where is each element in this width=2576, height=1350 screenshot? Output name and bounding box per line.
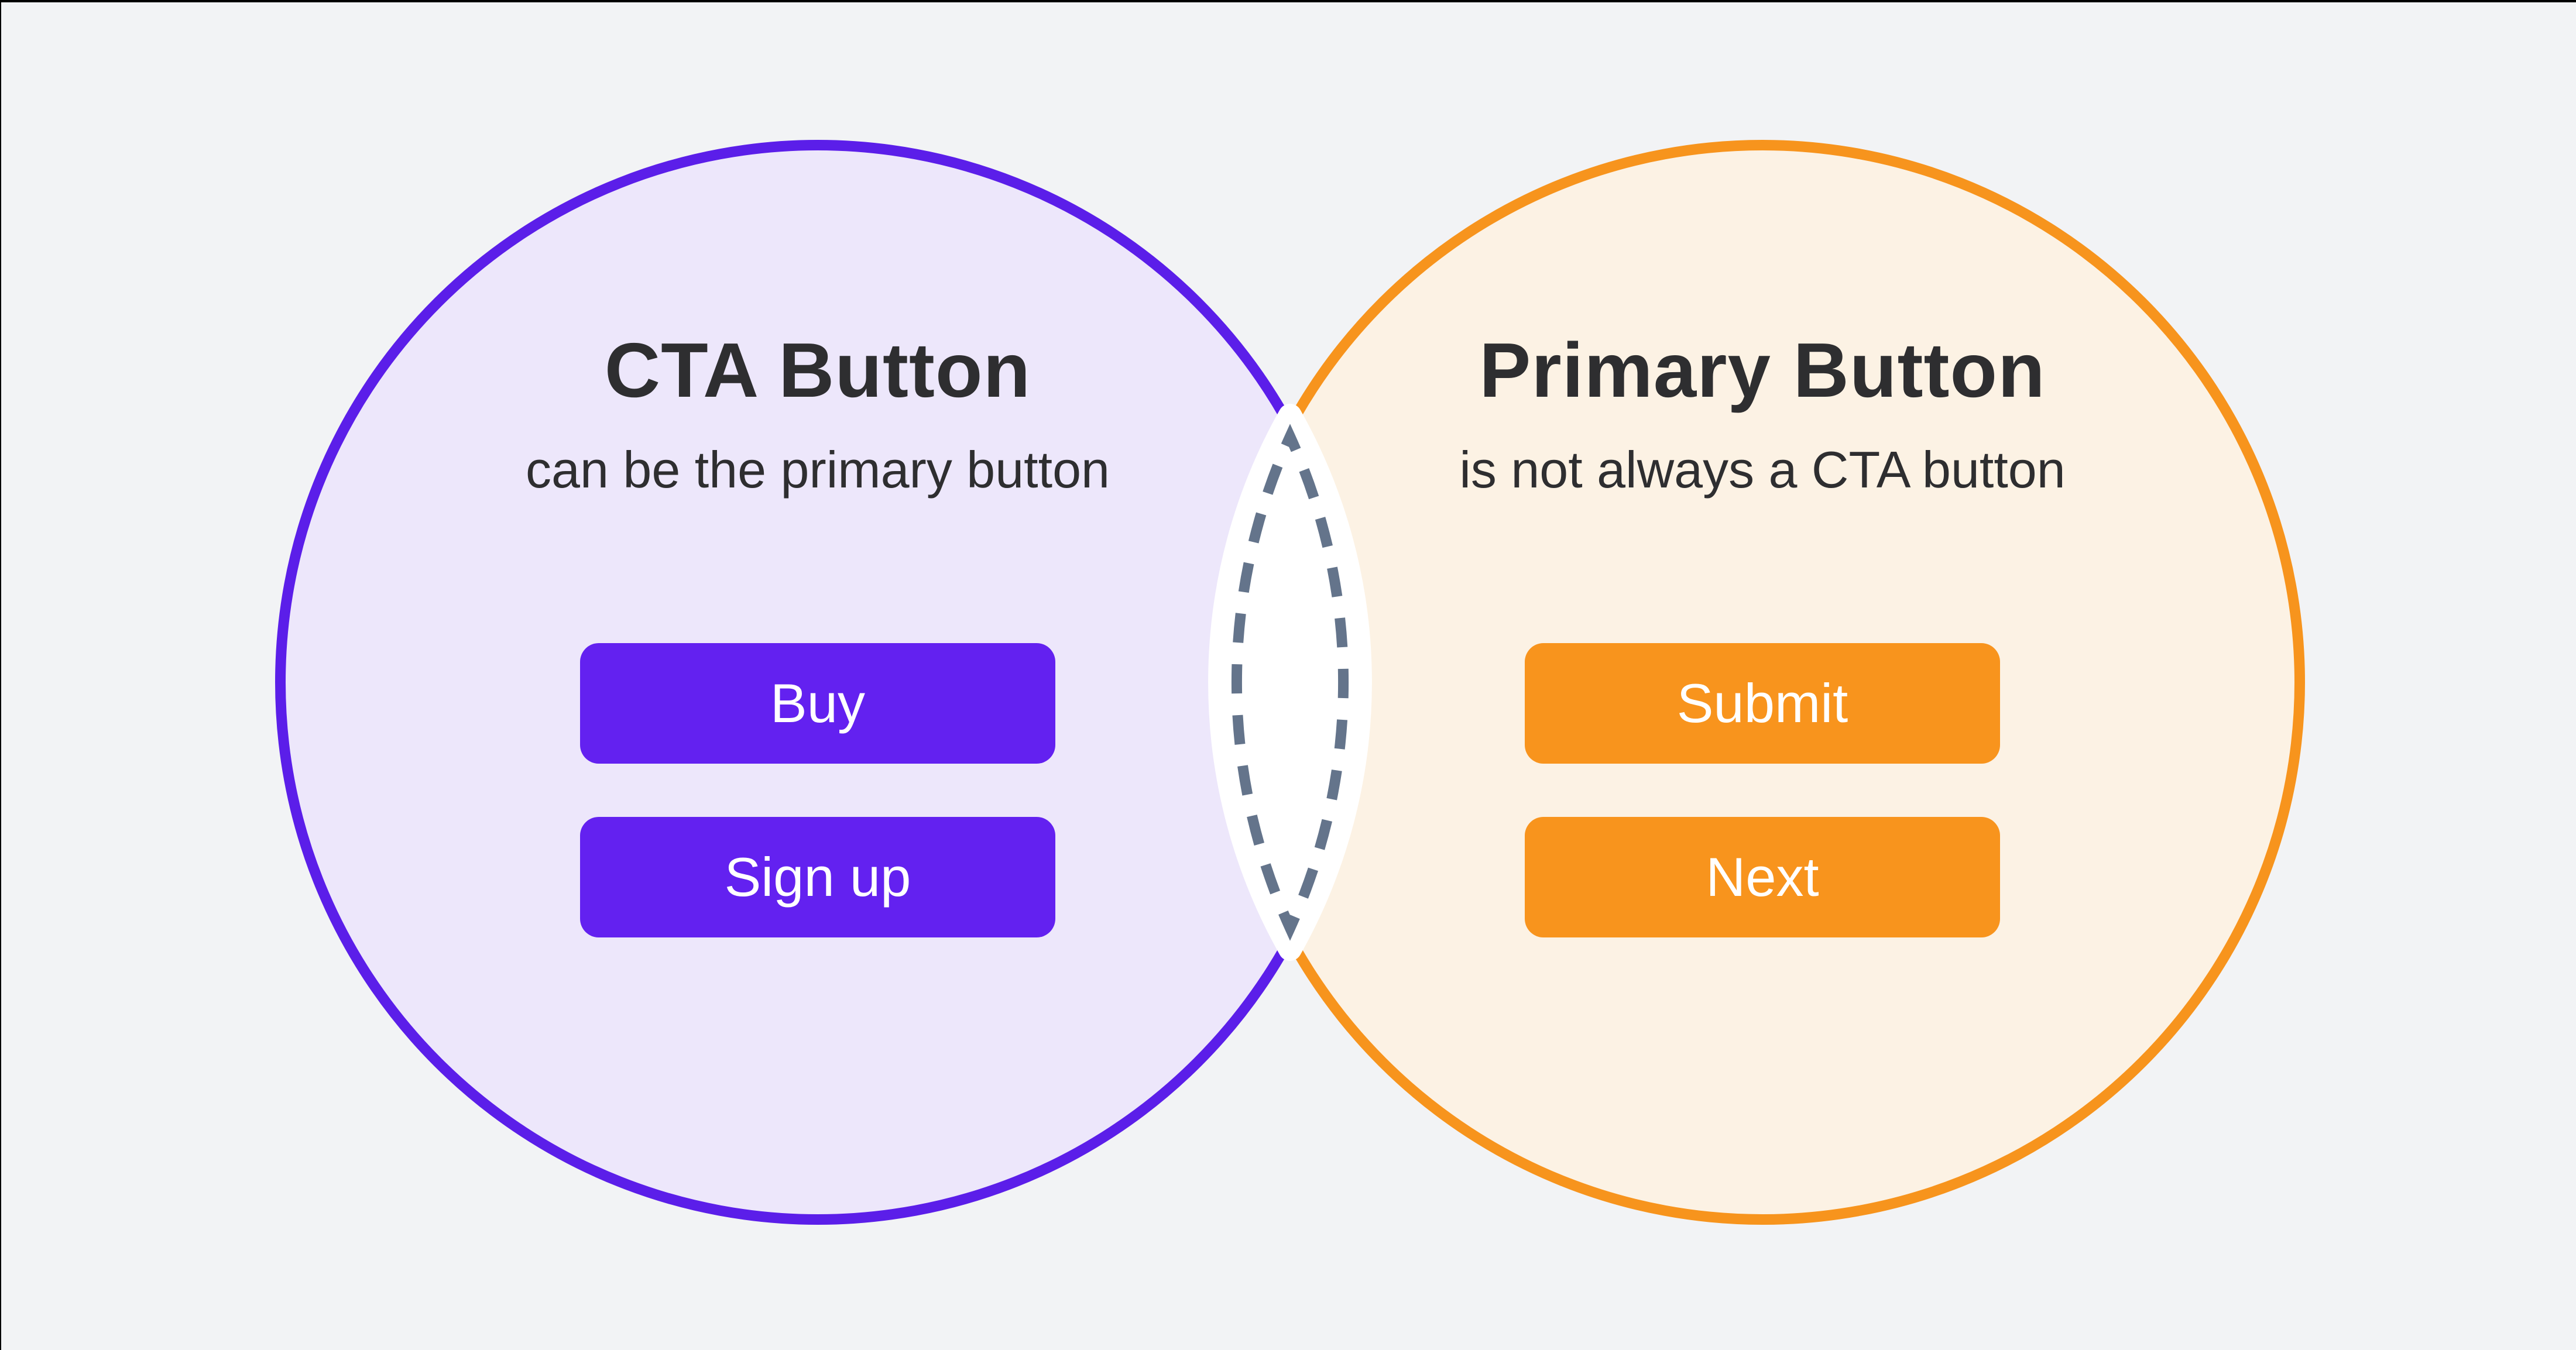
submit-button[interactable]: Submit (1525, 643, 2000, 764)
right-circle-title: Primary Button (1479, 327, 2046, 413)
next-button-label: Next (1706, 846, 1819, 908)
sign-up-button-label: Sign up (724, 846, 911, 908)
sign-up-button[interactable]: Sign up (580, 817, 1055, 937)
submit-button-label: Submit (1676, 672, 1848, 734)
next-button[interactable]: Next (1525, 817, 2000, 937)
left-circle-title: CTA Button (604, 327, 1031, 413)
left-circle-subtitle: can be the primary button (526, 441, 1110, 499)
right-circle-subtitle: is not always a CTA button (1459, 441, 2066, 499)
intersection-dashed-outline (1232, 424, 1349, 941)
buy-button[interactable]: Buy (580, 643, 1055, 764)
buy-button-label: Buy (770, 672, 865, 734)
